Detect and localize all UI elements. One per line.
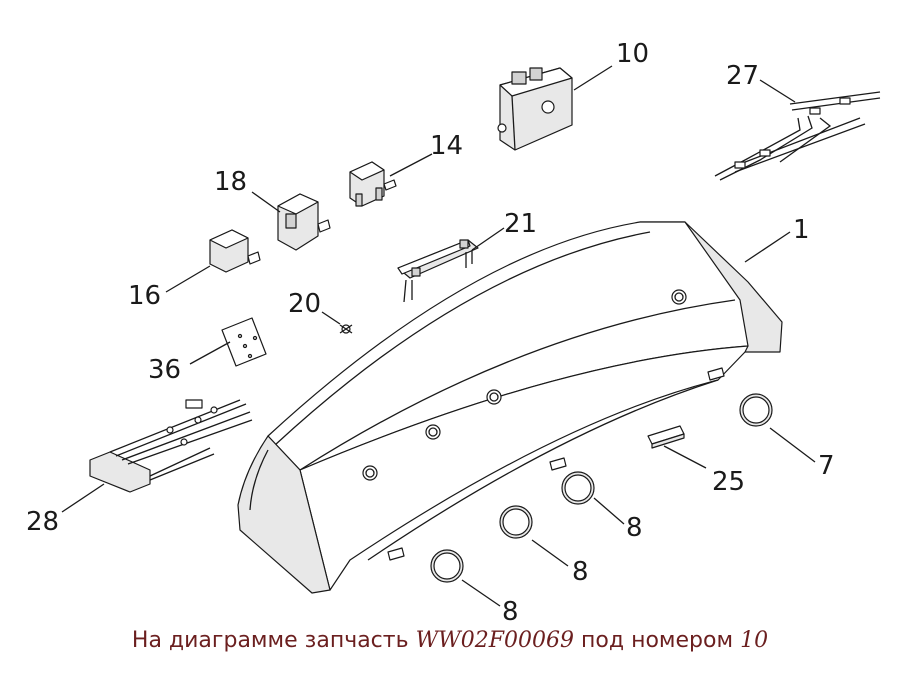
callout-10: 10 bbox=[616, 39, 649, 69]
switch-part-14 bbox=[349, 161, 397, 207]
knob-part-8-c bbox=[430, 549, 464, 583]
knob-part-7 bbox=[739, 393, 773, 427]
switch-part-16 bbox=[209, 229, 261, 273]
callout-16: 16 bbox=[128, 281, 161, 311]
exploded-parts-diagram: 1 7 8 8 8 10 14 16 18 20 21 25 27 28 36 bbox=[26, 39, 881, 627]
fastener-part-20 bbox=[339, 324, 353, 334]
callout-7: 7 bbox=[818, 451, 835, 481]
callout-1: 1 bbox=[793, 215, 810, 245]
callout-27: 27 bbox=[726, 61, 759, 91]
callout-8-a: 8 bbox=[626, 513, 643, 543]
bracket-part-25 bbox=[647, 425, 685, 449]
timer-part-10 bbox=[497, 67, 573, 151]
callout-8-c: 8 bbox=[502, 597, 519, 627]
plate-part-36 bbox=[221, 317, 267, 367]
wire-harness-part-27 bbox=[714, 91, 881, 181]
callout-14: 14 bbox=[430, 131, 463, 161]
caption-callout-number: 10 bbox=[740, 628, 769, 653]
caption-middle: под номером bbox=[581, 628, 734, 653]
leader-lines bbox=[61, 65, 816, 607]
callout-21: 21 bbox=[504, 209, 537, 239]
callout-25: 25 bbox=[712, 467, 745, 497]
callout-28: 28 bbox=[26, 507, 59, 537]
callout-18: 18 bbox=[214, 167, 247, 197]
callout-20: 20 bbox=[288, 289, 321, 319]
knob-part-8-a bbox=[561, 471, 595, 505]
knob-part-8-b bbox=[499, 505, 533, 539]
wire-harness-part-28 bbox=[89, 399, 253, 493]
diagram-caption: На диаграмме запчасть WW02F00069 под ном… bbox=[0, 628, 900, 653]
control-panel-housing bbox=[237, 221, 783, 594]
board-part-21 bbox=[397, 239, 479, 303]
callout-8-b: 8 bbox=[572, 557, 589, 587]
callout-labels: 1 7 8 8 8 10 14 16 18 20 21 25 27 28 36 bbox=[26, 39, 835, 627]
caption-prefix: На диаграмме запчасть bbox=[131, 628, 409, 653]
selector-switch-part-18 bbox=[277, 193, 331, 251]
callout-36: 36 bbox=[148, 355, 181, 385]
caption-part-number: WW02F00069 bbox=[415, 628, 575, 653]
